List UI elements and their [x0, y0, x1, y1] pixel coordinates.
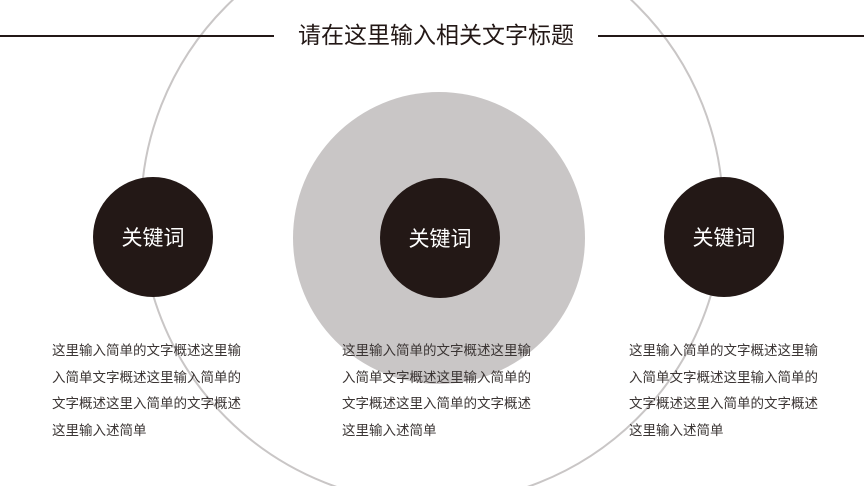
description-right: 这里输入简单的文字概述这里输入简单文字概述这里输入简单的文字概述这里入简单的文字… [629, 343, 818, 439]
keyword-circle-left: 关键词 [93, 177, 213, 297]
title-rule-right [598, 35, 864, 37]
description-left: 这里输入简单的文字概述这里输入简单文字概述这里输入简单的文字概述这里入简单的文字… [52, 343, 241, 439]
slide-title: 请在这里输入相关文字标题 [298, 23, 574, 49]
description-center: 这里输入简单的文字概述这里输入简单文字概述这里输入简单的文字概述这里入简单的文字… [342, 343, 531, 439]
keyword-circle-center: 关键词 [380, 178, 500, 298]
keyword-circle-right: 关键词 [664, 177, 784, 297]
title-rule-left [0, 35, 274, 37]
